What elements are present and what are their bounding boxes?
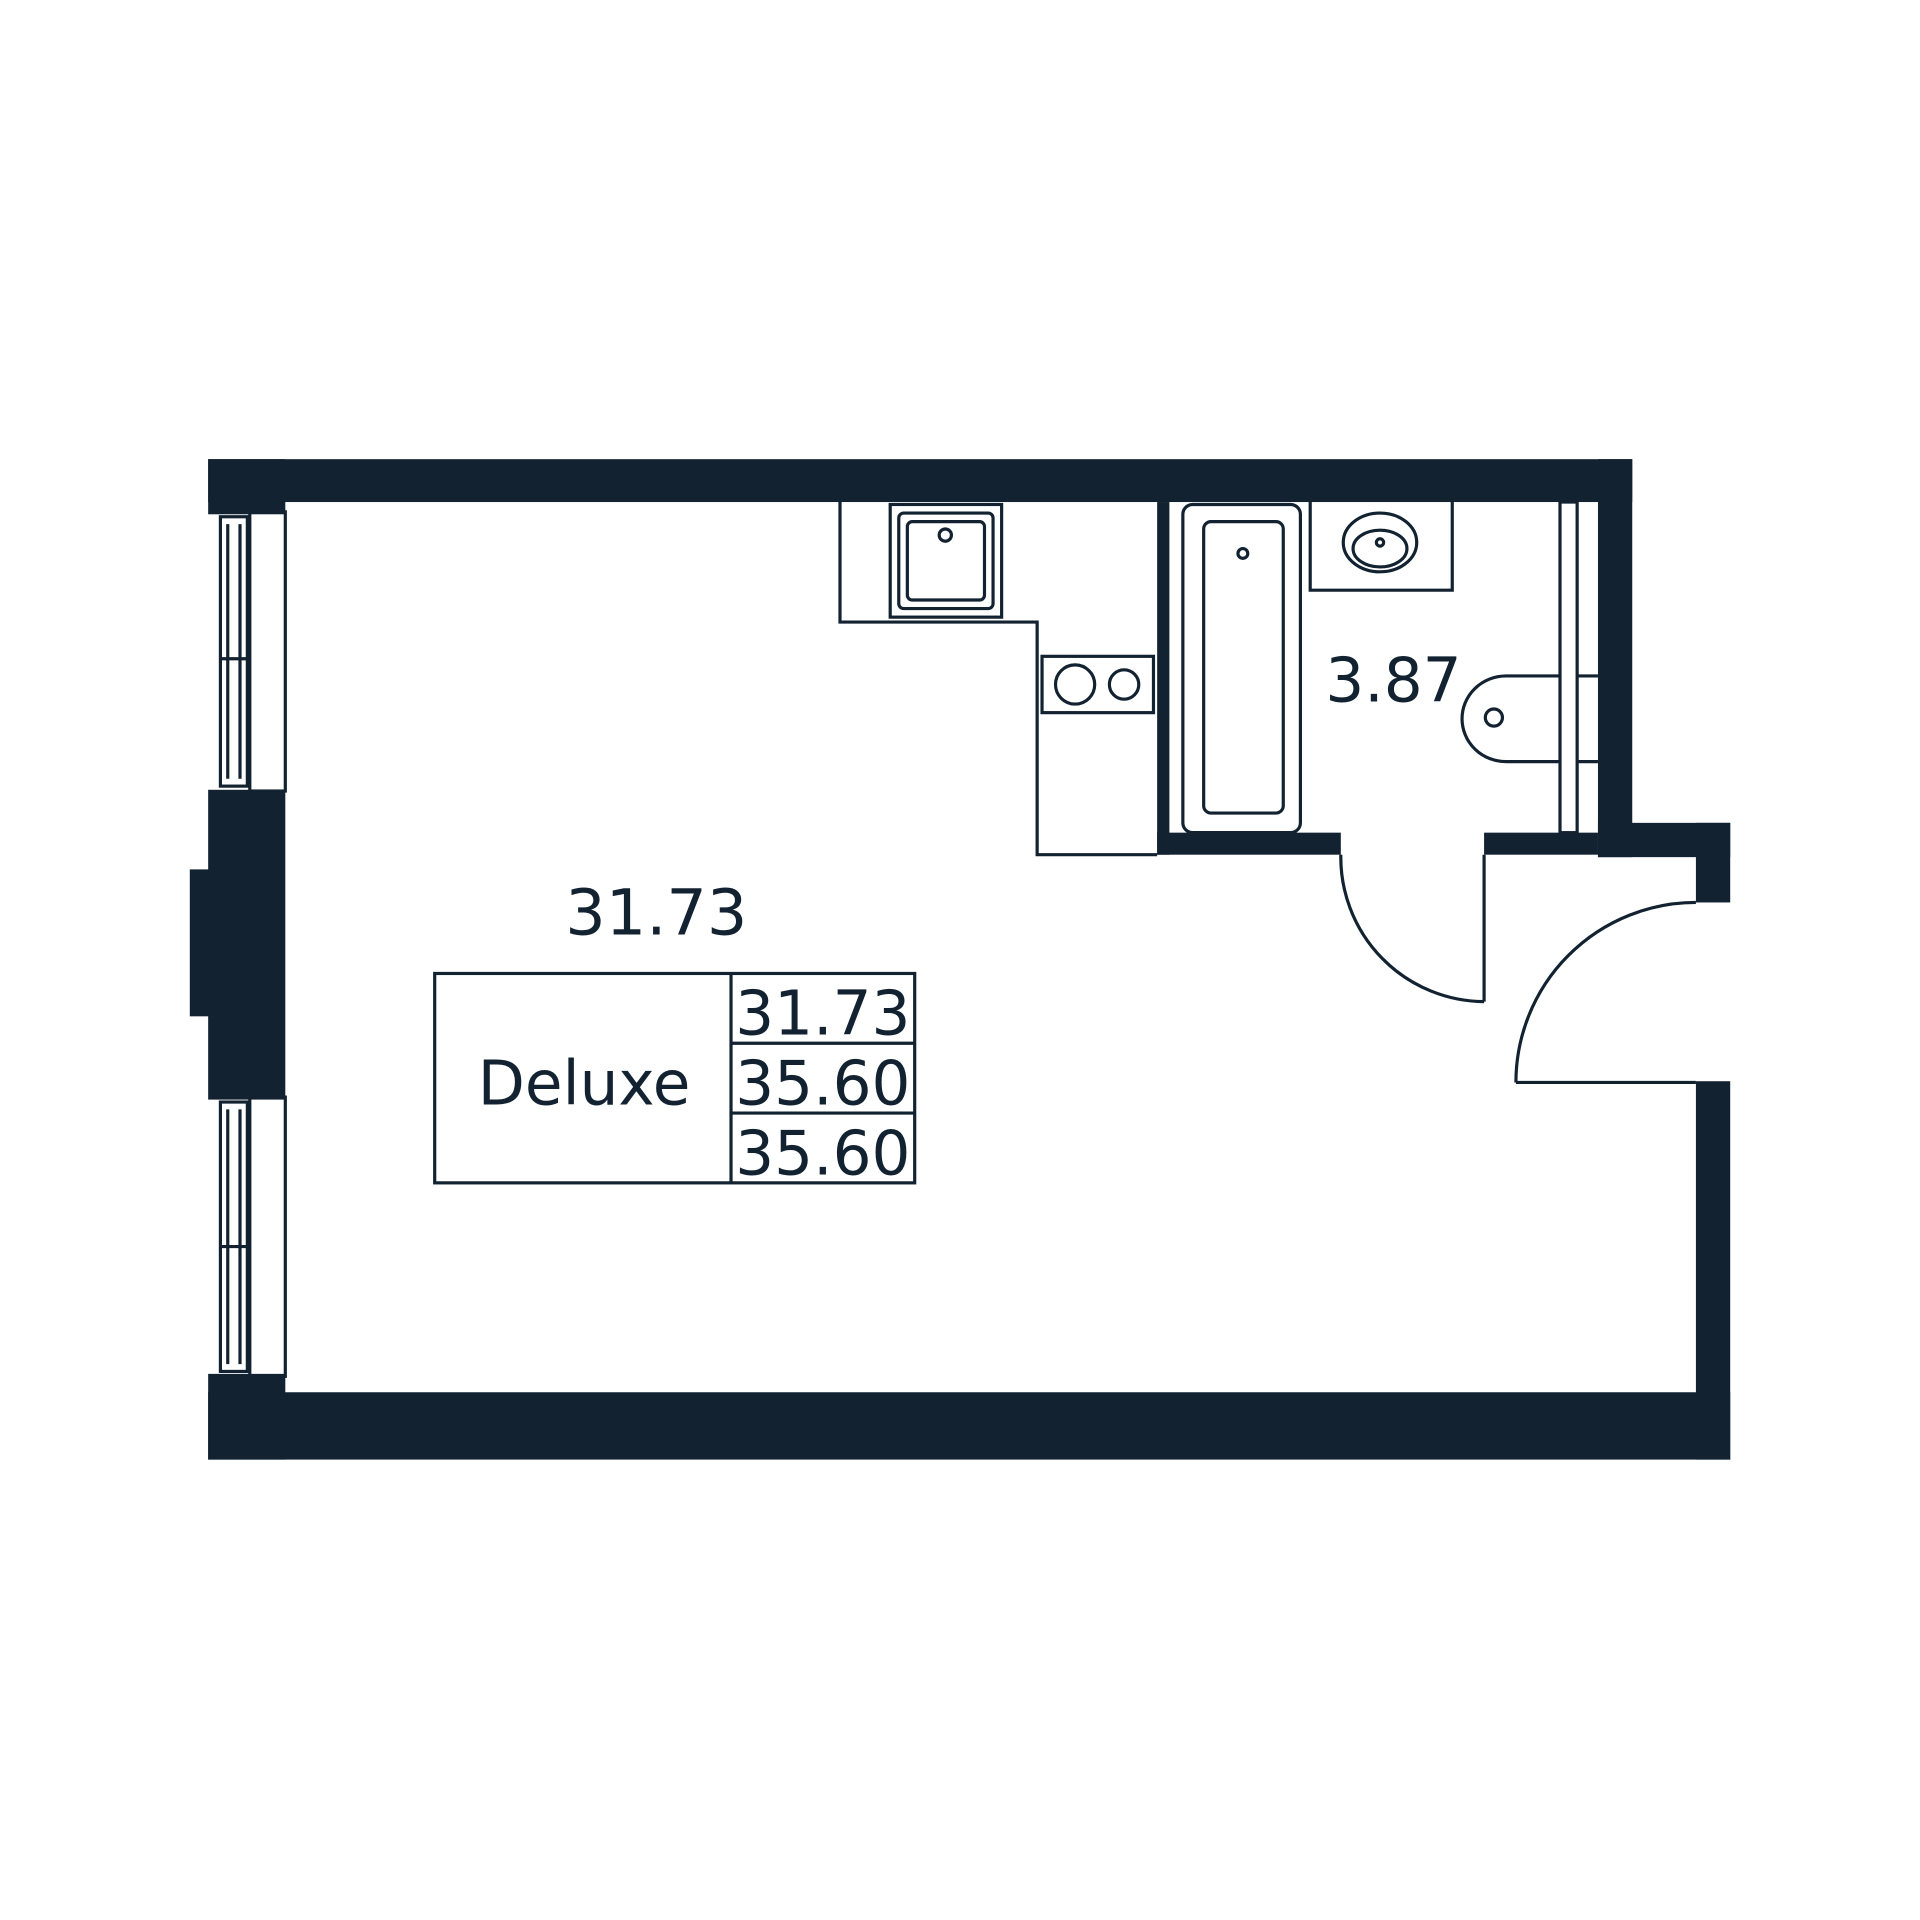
washbasin-icon [1308, 502, 1454, 592]
window-bottom-left [218, 1095, 287, 1378]
main-room-area: 31.73 [565, 876, 747, 950]
total-area-with-balcony: 35.60 [735, 1118, 910, 1189]
window-top-left [218, 510, 287, 793]
sink-icon [888, 502, 1004, 619]
total-area: 35.60 [735, 1048, 910, 1119]
entrance-door [1514, 900, 1696, 1085]
toilet-icon [1460, 674, 1559, 764]
bathroom-door [1339, 854, 1486, 1004]
kitchen-counter [838, 502, 1158, 857]
apartment-type: Deluxe [478, 1048, 691, 1119]
summary-table: Deluxe 31.73 35.60 35.60 [433, 971, 917, 1189]
hob-icon [1040, 654, 1156, 715]
bathtub-icon [1181, 502, 1302, 835]
window-bathroom [1558, 500, 1598, 835]
walls [189, 459, 1731, 1460]
bathroom-area: 3.87 [1325, 646, 1461, 717]
living-area: 31.73 [735, 979, 910, 1050]
